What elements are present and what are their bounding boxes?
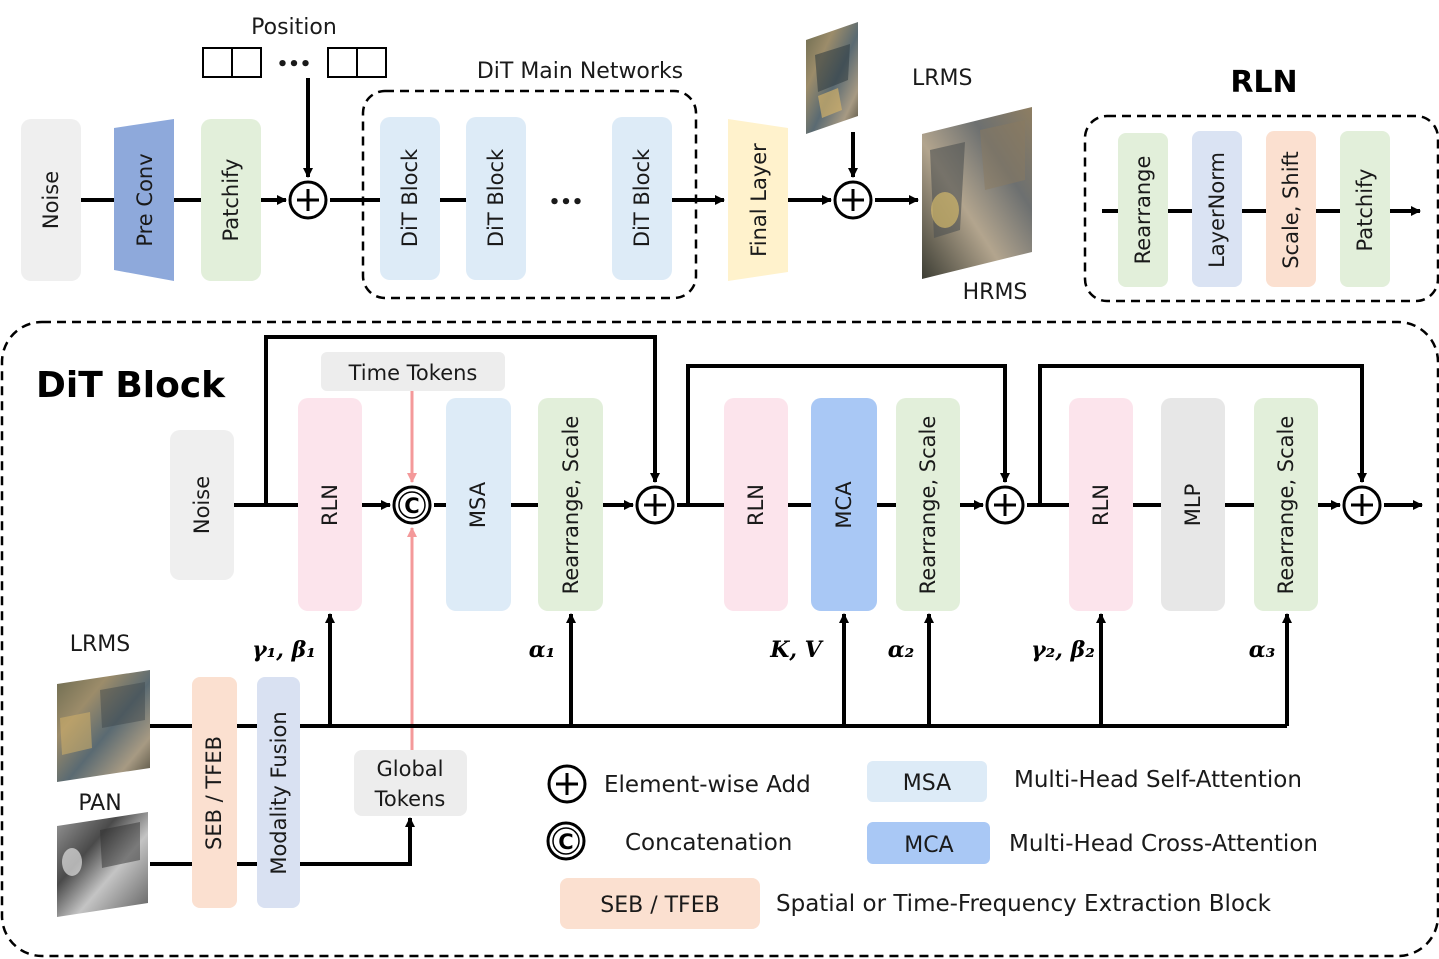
rln-step-patchify <box>1340 131 1390 287</box>
add-circle-top <box>833 180 873 220</box>
lrms-label-top: LRMS <box>912 66 973 91</box>
hrms-image <box>922 107 1032 279</box>
rearrange-scale-box-2 <box>896 398 960 611</box>
dit-block-label-2: DiT Block <box>484 148 508 247</box>
rln-step-scale-shift <box>1266 131 1316 287</box>
block-noise-box <box>170 430 234 580</box>
rln-panel-frame <box>1083 114 1439 303</box>
global-tokens-box <box>354 750 467 816</box>
rln-box-2 <box>724 398 788 611</box>
noise-label: Noise <box>39 171 63 229</box>
rln-label-1: RLN <box>318 484 342 526</box>
dit-block-title: DiT Block <box>36 365 226 406</box>
final-layer-label: Final Layer <box>747 143 771 257</box>
seb-tfeb-box <box>192 677 237 908</box>
time-tokens-label: Time Tokens <box>348 361 478 385</box>
alpha1-label: α₁ <box>529 637 556 663</box>
rln-step-rearrange <box>1118 133 1168 287</box>
modality-fusion-box <box>257 677 300 908</box>
legend-seb-desc: Spatial or Time-Frequency Extraction Blo… <box>776 891 1272 917</box>
block-noise-label: Noise <box>190 476 214 534</box>
rln-step-scale-shift-label: Scale, Shift <box>1279 151 1303 269</box>
add-circle-1 <box>635 485 675 525</box>
alpha3-label: α₃ <box>1249 637 1276 663</box>
dit-block-label-1: DiT Block <box>398 148 422 247</box>
alpha2-label: α₂ <box>888 637 915 663</box>
mlp-label: MLP <box>1181 484 1205 526</box>
time-tokens-box <box>321 352 505 391</box>
legend-concat-icon: C <box>546 821 586 861</box>
legend-msa-box <box>867 761 987 802</box>
legend-seb-box-label: SEB / TFEB <box>600 893 719 918</box>
pan-image <box>57 812 148 917</box>
msa-box <box>446 398 511 611</box>
rln-step-rearrange-label: Rearrange <box>1131 156 1155 265</box>
legend-mca-desc: Multi-Head Cross-Attention <box>1009 831 1318 857</box>
rln-label-3: RLN <box>1089 484 1113 526</box>
rln-panel-title: RLN <box>1230 65 1297 100</box>
svg-text:C: C <box>404 494 419 518</box>
position-label: Position <box>251 15 337 40</box>
lrms-image-block <box>57 670 150 782</box>
global-tokens-label-1: Global <box>377 757 444 781</box>
mca-label: MCA <box>832 481 856 529</box>
global-tokens-label-2: Tokens <box>374 787 446 811</box>
rln-box-1 <box>298 398 362 611</box>
msa-label: MSA <box>466 481 490 528</box>
gamma2-beta2-label: γ₂, β₂ <box>1031 637 1095 663</box>
noise-box <box>21 119 81 281</box>
rln-step-layernorm-label: LayerNorm <box>1205 152 1229 268</box>
add-circle-2 <box>985 485 1025 525</box>
mca-box <box>811 398 877 611</box>
legend-add-icon <box>547 764 587 804</box>
rearrange-scale-label-2: Rearrange, Scale <box>916 416 940 595</box>
rln-step-patchify-label: Patchify <box>1353 169 1377 252</box>
pre-conv-label: Pre Conv <box>133 153 157 246</box>
add-circle-position <box>288 180 328 220</box>
final-layer-box <box>728 119 788 281</box>
patchify-box <box>201 119 261 281</box>
legend-concat-text: Concatenation <box>625 830 792 856</box>
dit-ellipsis: ••• <box>549 192 584 213</box>
lrms-label-block: LRMS <box>70 632 131 657</box>
hrms-label: HRMS <box>963 280 1028 305</box>
patchify-label: Patchify <box>219 159 243 242</box>
mlp-box <box>1161 398 1225 611</box>
gamma1-beta1-label: γ₁, β₁ <box>252 637 316 663</box>
position-token-left <box>202 47 262 78</box>
seb-tfeb-label: SEB / TFEB <box>202 736 226 850</box>
lrms-image-top <box>806 22 858 134</box>
k-v-label: K, V <box>769 637 823 663</box>
rearrange-scale-label-3: Rearrange, Scale <box>1274 416 1298 595</box>
rln-label-2: RLN <box>744 484 768 526</box>
main-networks-frame <box>361 89 698 300</box>
dit-block-label-3: DiT Block <box>630 148 654 247</box>
rln-step-layernorm <box>1192 131 1242 287</box>
legend-msa-box-label: MSA <box>903 771 951 796</box>
pre-conv-box <box>114 119 174 281</box>
dit-block-frame <box>0 320 1439 958</box>
concat-circle: C <box>392 485 432 525</box>
legend-mca-box-label: MCA <box>904 833 953 858</box>
legend-seb-box <box>560 878 760 929</box>
add-circle-3 <box>1342 485 1382 525</box>
modality-fusion-label: Modality Fusion <box>267 711 291 874</box>
pan-label: PAN <box>78 791 121 816</box>
rearrange-scale-box-1 <box>538 398 603 611</box>
legend-mca-box <box>867 822 990 864</box>
legend-msa-desc: Multi-Head Self-Attention <box>1014 767 1302 793</box>
position-ellipsis: ••• <box>277 54 312 75</box>
main-networks-title: DiT Main Networks <box>477 59 683 84</box>
legend-add-text: Element-wise Add <box>604 772 811 798</box>
rearrange-scale-box-3 <box>1254 398 1318 611</box>
dit-block-box-1 <box>380 117 440 280</box>
rearrange-scale-label-1: Rearrange, Scale <box>559 416 583 595</box>
svg-text:C: C <box>558 830 573 854</box>
dit-block-box-3 <box>612 117 672 280</box>
position-token-right <box>327 47 387 78</box>
dit-block-box-2 <box>466 117 526 280</box>
rln-box-3 <box>1069 398 1133 611</box>
